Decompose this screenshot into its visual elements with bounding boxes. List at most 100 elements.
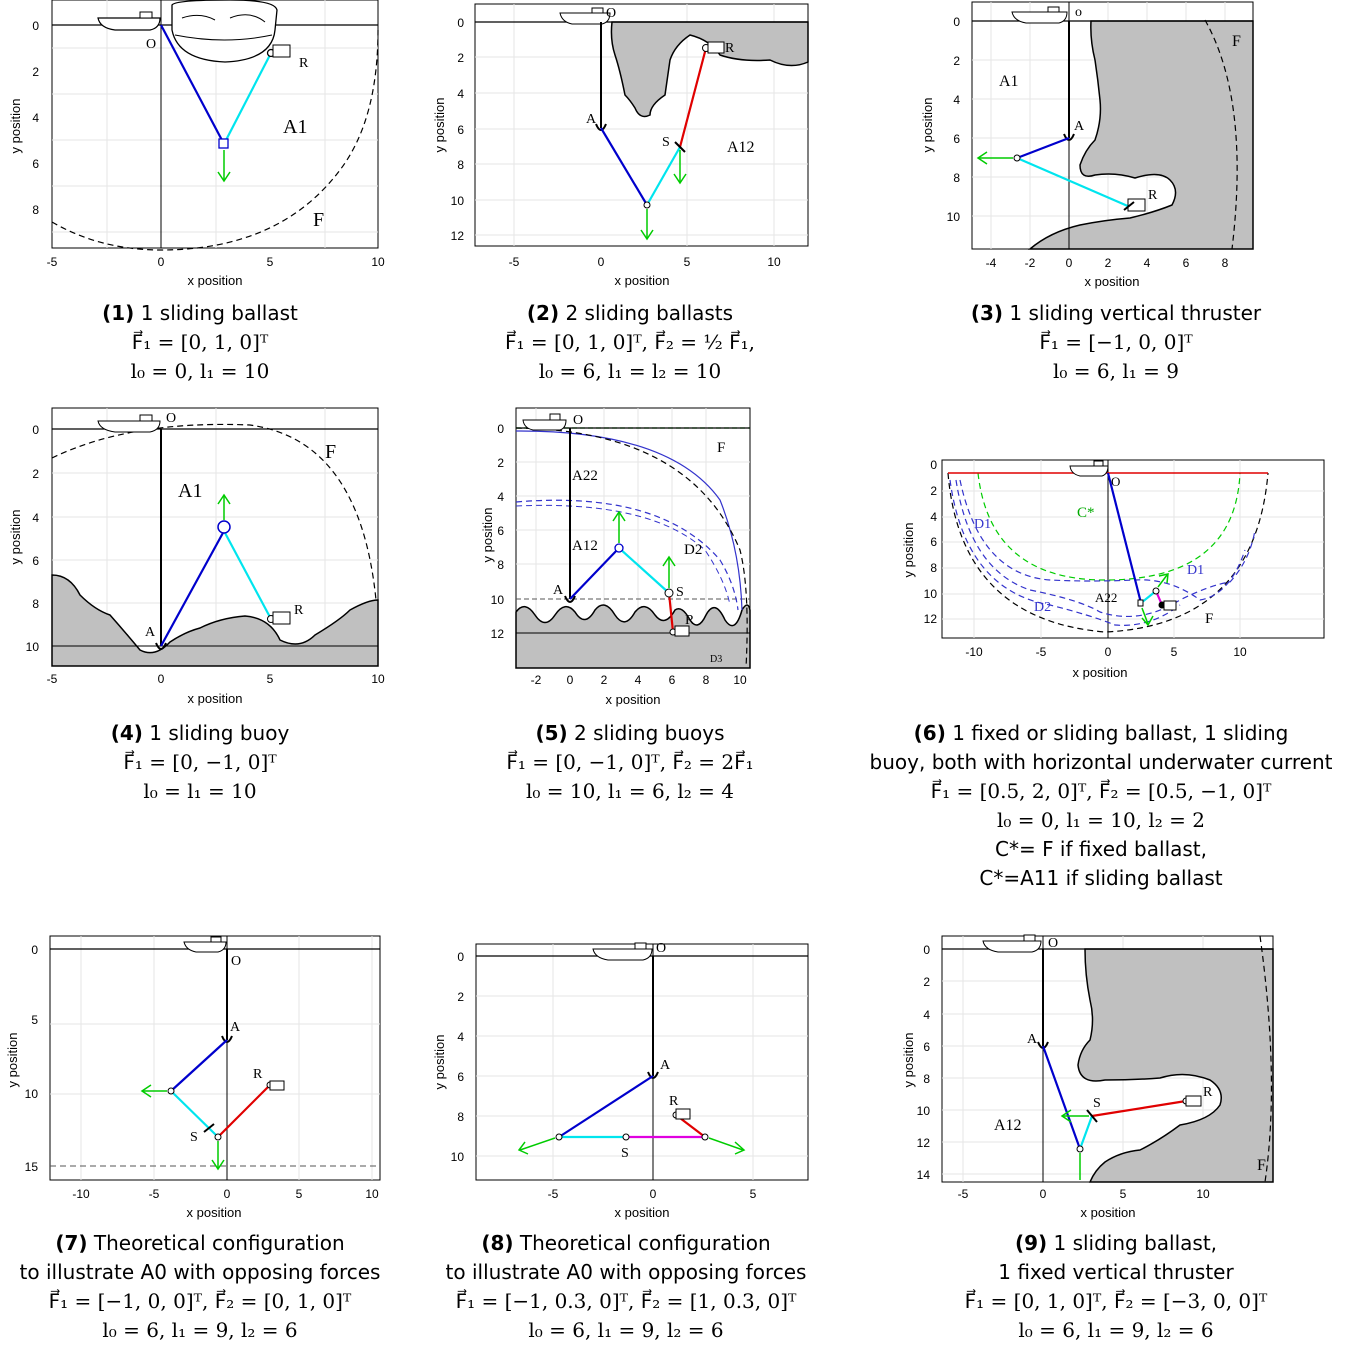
svg-text:8: 8 (457, 1110, 464, 1124)
svg-text:2: 2 (1105, 256, 1112, 270)
boat-icon (592, 948, 653, 961)
boat-icon (183, 941, 227, 953)
svg-text:10: 10 (26, 640, 40, 654)
svg-text:2: 2 (457, 990, 464, 1004)
tick-labels: 0 2 4 6 8 -5 0 5 10 (32, 19, 385, 269)
force-arrowhead (217, 171, 231, 183)
force-arrowhead (662, 555, 676, 567)
point-label-s: S (662, 135, 670, 150)
svg-text:-5: -5 (149, 1187, 160, 1201)
svg-text:-5: -5 (548, 1187, 559, 1201)
boat-icon (97, 420, 161, 433)
force-arrowhead (1158, 573, 1169, 584)
region-boundary-d2-inner (949, 479, 1181, 626)
force-arrowhead (1141, 615, 1154, 627)
y-axis-label: y position (8, 510, 23, 565)
point-label-r: R (685, 613, 695, 628)
caption-5: (5) 2 sliding buoys F⃗₁ = [0, −1, 0]ᵀ, F… (420, 719, 840, 806)
boat-cabin (139, 11, 153, 19)
svg-text:10: 10 (947, 210, 961, 224)
boat-cabin (210, 936, 222, 943)
point-label-r: R (299, 56, 309, 71)
cable-cyan (223, 52, 272, 145)
seabed-terrain (515, 604, 751, 669)
point-label-r: R (294, 603, 304, 618)
svg-text:2: 2 (601, 673, 608, 687)
x-axis-label: x position (188, 691, 243, 706)
svg-text:0: 0 (457, 16, 464, 30)
seabed-obstacle (1077, 948, 1274, 1183)
svg-text:6: 6 (457, 1070, 464, 1084)
region-label-a22: A22 (1095, 590, 1117, 605)
caption-params: l₀ = 6, l₁ = l₂ = 10 (538, 359, 722, 383)
svg-text:-5: -5 (47, 672, 58, 686)
svg-text:-5: -5 (509, 255, 520, 269)
caption-number: (5) (535, 721, 568, 745)
point-label-a: A (145, 625, 156, 640)
svg-text:5: 5 (1171, 645, 1178, 659)
point-label-o: O (1048, 936, 1058, 951)
boat-icon (559, 12, 611, 25)
slider-mark (203, 1123, 215, 1133)
slider-mark (1086, 1109, 1098, 1123)
svg-text:4: 4 (1144, 256, 1151, 270)
svg-text:-5: -5 (958, 1187, 969, 1201)
force-arrowhead (517, 1141, 529, 1155)
svg-text:0: 0 (567, 673, 574, 687)
point-label-o: O (231, 954, 241, 969)
x-axis-label: x position (1085, 274, 1140, 289)
point-label-a: A (1027, 1032, 1038, 1047)
ytick: 0 (32, 19, 39, 33)
ytick: 2 (32, 65, 39, 79)
svg-text:8: 8 (953, 171, 960, 185)
caption-number: (7) (55, 1231, 88, 1255)
svg-text:6: 6 (457, 123, 464, 137)
force-arrowhead (673, 173, 687, 185)
svg-text:-2: -2 (531, 673, 542, 687)
caption-number: (2) (526, 301, 560, 325)
cable-red (678, 47, 708, 148)
robot-icon (1163, 600, 1177, 611)
force-arrowhead (1060, 1109, 1072, 1123)
svg-text:8: 8 (930, 561, 937, 575)
obstacle-texture (174, 14, 273, 41)
caption-6: (6) 1 fixed or sliding ballast, 1 slidin… (850, 719, 1352, 893)
caption-params: l₀ = 6, l₁ = 9, l₂ = 6 (1018, 1318, 1214, 1342)
ballast-marker (218, 138, 229, 149)
panel-6: 0 2 4 6 8 10 12 -10 -5 0 5 10 x position… (850, 400, 1352, 910)
svg-text:10: 10 (25, 1087, 39, 1101)
buoy-marker (1152, 587, 1160, 595)
region-boundary-c (977, 472, 1241, 581)
x-axis-label: x position (187, 1205, 242, 1220)
cable-red (217, 1084, 271, 1138)
reachable-boundary (1204, 19, 1238, 250)
point-label-o: O (166, 411, 176, 426)
cable-cyan (1078, 1115, 1094, 1150)
region-label-f: F (1257, 1157, 1266, 1174)
x-axis-label: x position (606, 692, 661, 707)
caption-formula: F⃗₁ = [0, 1, 0]ᵀ (131, 330, 269, 354)
seabed-obstacle (610, 21, 809, 118)
caption-number: (6) (913, 721, 946, 745)
svg-text:2: 2 (497, 456, 504, 470)
anchor-icon (155, 642, 167, 650)
cable-blue (558, 1075, 654, 1138)
tick-labels: 0 2 4 6 8 10 12 -10 -5 0 5 10 (924, 458, 1247, 659)
svg-text:8: 8 (497, 558, 504, 572)
x-axis-label: x position (1081, 1205, 1136, 1220)
region-label-a12: A12 (727, 139, 755, 156)
svg-text:0: 0 (953, 15, 960, 29)
svg-text:14: 14 (917, 1168, 931, 1182)
plot-frame (49, 935, 381, 1181)
svg-text:6: 6 (923, 1040, 930, 1054)
region-label-d3: D3 (710, 654, 722, 665)
obstacle-rock (171, 0, 278, 63)
buoy-marker (217, 520, 231, 534)
svg-text:8: 8 (1222, 256, 1229, 270)
svg-text:5: 5 (750, 1187, 757, 1201)
robot-icon (269, 1080, 285, 1091)
force-arrow (1157, 574, 1168, 588)
point-label-o: O (606, 6, 616, 21)
robot-icon (674, 625, 690, 637)
svg-text:0: 0 (1040, 1187, 1047, 1201)
